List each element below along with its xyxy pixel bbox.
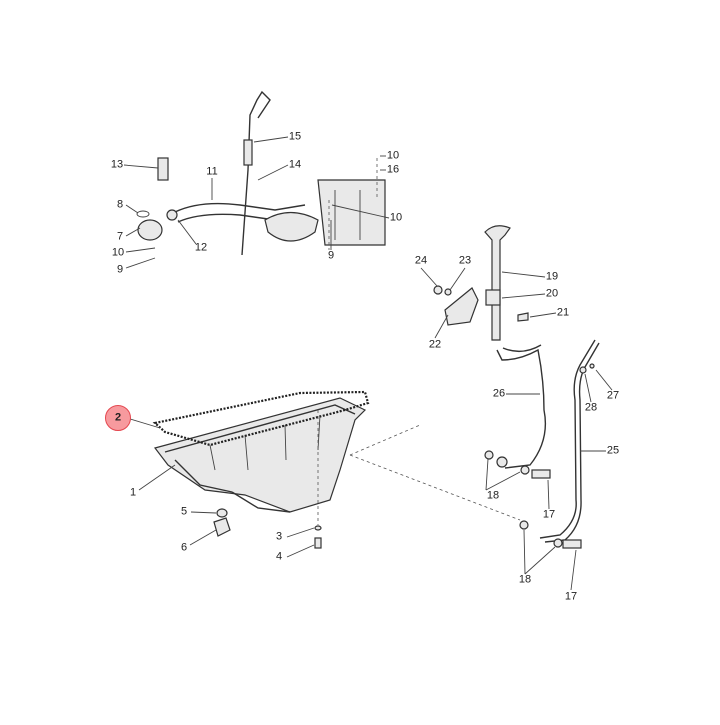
callout-18[interactable]: 18 xyxy=(518,573,532,586)
callout-16[interactable]: 16 xyxy=(386,163,400,176)
callout-28[interactable]: 28 xyxy=(584,401,598,414)
callout-25[interactable]: 25 xyxy=(606,444,620,457)
callout-22[interactable]: 22 xyxy=(428,338,442,351)
callout-23[interactable]: 23 xyxy=(458,254,472,267)
callout-10[interactable]: 10 xyxy=(389,211,403,224)
callout-1[interactable]: 1 xyxy=(129,486,137,499)
callout-2[interactable]: 2 xyxy=(114,411,122,424)
oil-pan-part xyxy=(153,397,367,513)
callout-8[interactable]: 8 xyxy=(116,198,124,211)
callout-27[interactable]: 27 xyxy=(606,389,620,402)
callout-5[interactable]: 5 xyxy=(180,505,188,518)
callout-24[interactable]: 24 xyxy=(414,254,428,267)
callout-14[interactable]: 14 xyxy=(288,158,302,171)
callout-13[interactable]: 13 xyxy=(110,158,124,171)
callout-26[interactable]: 26 xyxy=(492,387,506,400)
highlight-circle-part-2[interactable] xyxy=(105,405,131,431)
callout-17[interactable]: 17 xyxy=(542,508,556,521)
callout-19[interactable]: 19 xyxy=(545,270,559,283)
callout-20[interactable]: 20 xyxy=(545,287,559,300)
callout-17[interactable]: 17 xyxy=(564,590,578,603)
callout-4[interactable]: 4 xyxy=(275,550,283,563)
callout-10[interactable]: 10 xyxy=(386,149,400,162)
callout-12[interactable]: 12 xyxy=(194,241,208,254)
callout-10[interactable]: 10 xyxy=(111,246,125,259)
callout-21[interactable]: 21 xyxy=(556,306,570,319)
oil-pan-gasket-part xyxy=(152,390,370,447)
callout-9[interactable]: 9 xyxy=(116,263,124,276)
callout-15[interactable]: 15 xyxy=(288,130,302,143)
callout-7[interactable]: 7 xyxy=(116,230,124,243)
callout-18[interactable]: 18 xyxy=(486,489,500,502)
callout-9[interactable]: 9 xyxy=(327,249,335,262)
callout-11[interactable]: 11 xyxy=(206,165,218,178)
callout-6[interactable]: 6 xyxy=(180,541,188,554)
callout-3[interactable]: 3 xyxy=(275,530,283,543)
